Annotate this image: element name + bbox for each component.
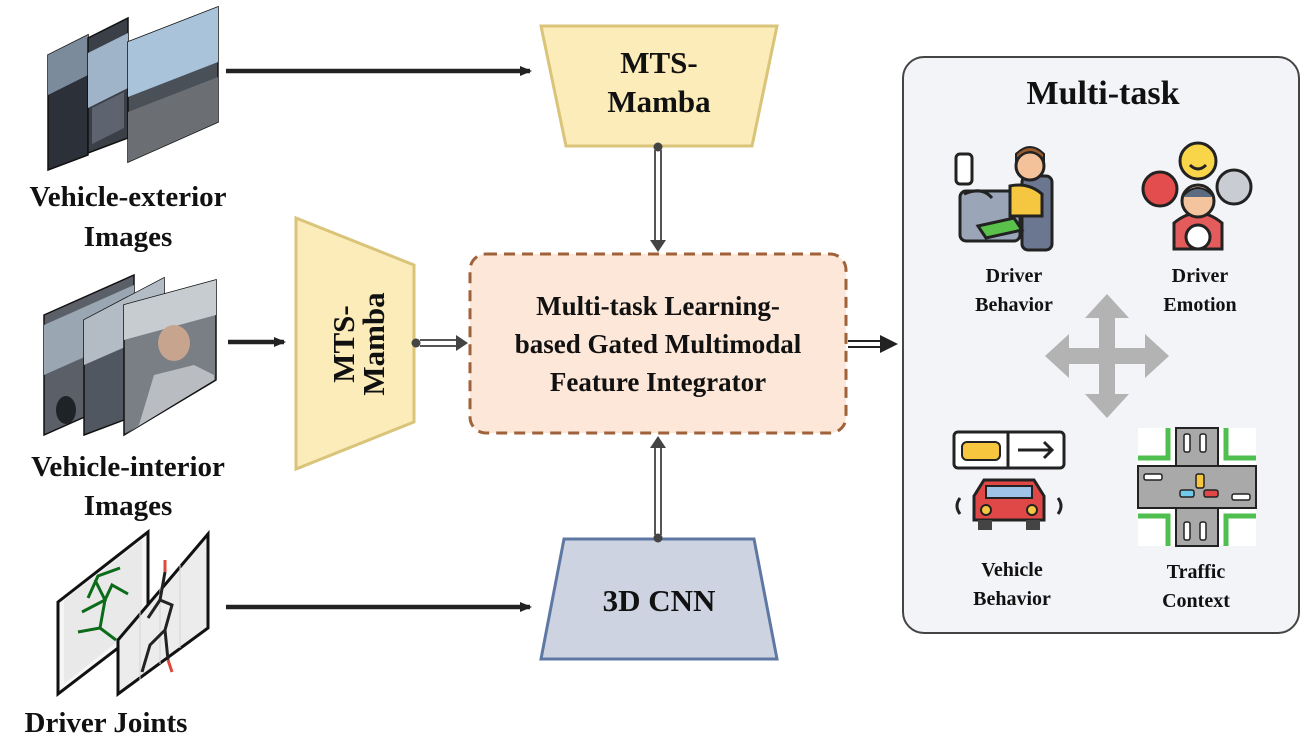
exterior-label-line1: Vehicle-exterior xyxy=(29,181,227,213)
traffic-context-icon xyxy=(1136,426,1257,547)
exterior-image-stack xyxy=(47,5,219,172)
driver-emotion-label-line1: Driver xyxy=(1171,265,1229,287)
integrator-node xyxy=(468,252,848,435)
arrow-mamba-mid-to-integrator xyxy=(411,335,468,351)
cross-arrow-icon xyxy=(1044,293,1169,418)
multitask-icons xyxy=(952,141,1257,547)
cnn-label: 3D CNN xyxy=(602,583,716,618)
interior-label-line2: Images xyxy=(83,490,173,522)
interior-image-stack xyxy=(43,273,217,437)
traffic-context-label-line1: Traffic xyxy=(1166,561,1226,583)
integrator-label-line2: based Gated Multimodal xyxy=(514,329,802,359)
mts-mamba-top-label-line2: Mamba xyxy=(607,84,711,119)
joints-label: Driver Joints xyxy=(24,707,188,739)
driver-behavior-icon xyxy=(954,145,1053,251)
cnn-node xyxy=(539,537,779,661)
driver-emotion-label-line2: Emotion xyxy=(1163,294,1237,316)
multitask-title: Multi-task xyxy=(1026,75,1180,112)
mts-mamba-top-label-line1: MTS- xyxy=(620,45,698,80)
driver-emotion-icon xyxy=(1141,141,1252,250)
traffic-context-label-line2: Context xyxy=(1162,590,1230,612)
joints-stack xyxy=(56,528,210,698)
mts-mamba-mid-node xyxy=(294,215,416,472)
arrow-mamba-top-to-integrator xyxy=(650,142,666,252)
exterior-label-line2: Images xyxy=(83,221,173,253)
arrow-integrator-to-multitask xyxy=(848,335,898,353)
arrow-cnn-to-integrator xyxy=(650,436,666,543)
driver-behavior-label-line2: Behavior xyxy=(975,294,1053,316)
vehicle-behavior-label-line2: Behavior xyxy=(973,588,1051,610)
vehicle-behavior-label-line1: Vehicle xyxy=(981,559,1043,581)
mts-mamba-mid-label-line2: Mamba xyxy=(356,292,391,396)
interior-label-line1: Vehicle-interior xyxy=(31,451,225,483)
mts-mamba-top-node xyxy=(539,24,779,148)
multitask-panel: Multi-task xyxy=(902,56,1300,634)
integrator-label-line1: Multi-task Learning- xyxy=(536,291,780,321)
driver-behavior-label-line1: Driver xyxy=(985,265,1043,287)
integrator-label-line3: Feature Integrator xyxy=(549,367,767,397)
vehicle-behavior-icon xyxy=(952,430,1065,530)
